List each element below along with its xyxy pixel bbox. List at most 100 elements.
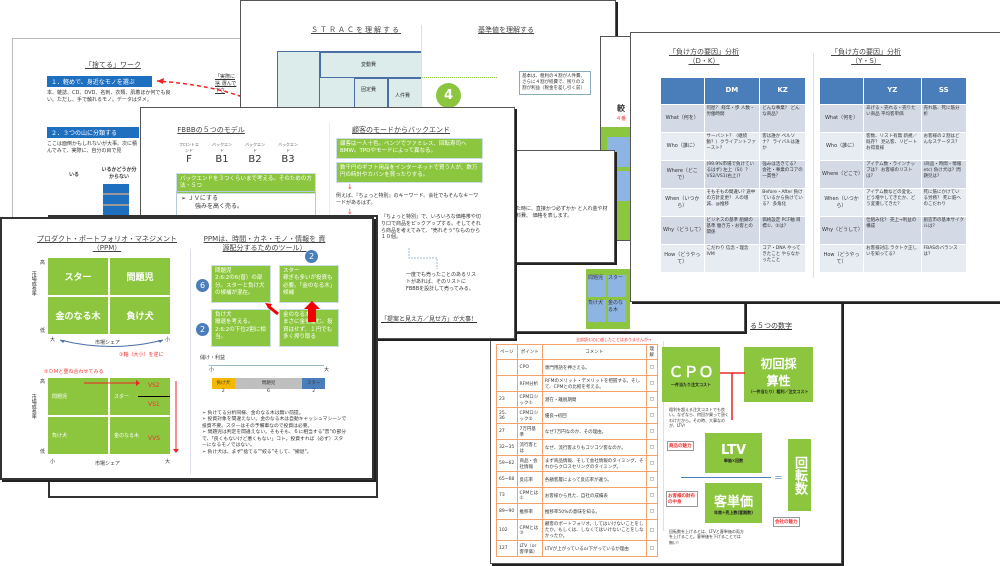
cell2-dog: 負け犬 [48, 417, 108, 454]
checkbox[interactable]: □ [645, 503, 659, 520]
equals-sign: ＝ [774, 474, 784, 484]
table-cell: 各顧客層によって反応率が違う。 [541, 471, 647, 488]
bar-value: 6 [267, 389, 270, 394]
cell2-cash-cow: 金のなる木 [110, 417, 170, 454]
table-cell: そもそもの間違い? 途中の方針変更？ 人の增減、@推移 [703, 188, 761, 217]
checkbox[interactable]: □ [645, 359, 659, 376]
table-cell: 何屋？ 経年・歩 人数・労働時間 [703, 104, 761, 133]
table-cell: 127 [496, 540, 518, 557]
note-box: 基本は、粗利の４割が人件費、さらに４割が経費で、残りの２割が利益（税金を差し引く… [519, 71, 591, 96]
slide-title: ＳＴＲＡＣを理解する [311, 26, 401, 34]
checkbox[interactable]: □ [645, 407, 659, 424]
table-cell: 7万円基準 [516, 423, 543, 440]
slide-title: プロダクト・ポートフォリオ・マネジメント（PPM） [37, 235, 177, 253]
row-label: How（どうやって） [818, 244, 865, 273]
cell-dog: 負け犬 [110, 297, 170, 334]
header-cell [818, 77, 865, 105]
title-right: 「負け方の要因」分析（Y・S） [831, 48, 901, 66]
table-cell: 32~35 [496, 439, 518, 456]
header-row: ページポイントコメント理解 [496, 344, 659, 360]
shokai-sub: （一件当たり）粗利／注文コスト [748, 388, 809, 394]
table-cell: 推移率50%の意味を知る。 [541, 503, 647, 520]
box-kotei: 固定費 [361, 87, 377, 93]
checkbox[interactable]: □ [645, 423, 659, 440]
x-axis-label-2: 市場シェア [95, 461, 121, 467]
table-cell: 73 [496, 487, 518, 504]
row-label: When（いつから） [818, 188, 865, 217]
header-cell [660, 77, 705, 105]
table-cell: 反応率 [516, 471, 543, 488]
small-label-2: 小 [50, 459, 56, 465]
table-cell: ビジネスの基準 組織の基準 働き方・お客との関係 [703, 216, 761, 245]
red-arrows-icon [84, 380, 179, 453]
checkbox[interactable]: □ [645, 487, 659, 504]
row-label: What（何を） [818, 104, 865, 133]
side-heading: 較 [617, 104, 625, 113]
box-body: まさに金を産む。投資はせず、１円でも多く搾り取る [283, 319, 333, 341]
box-head: スター [283, 268, 300, 274]
column-unknown: いるかどうか分からない [101, 167, 137, 180]
connector-arrow-icon [408, 248, 438, 269]
table-cell: お客様対応 ラクトク正しいを知ってる？ [863, 244, 922, 273]
hidden-text: た時に、直接かつ必ずかか と入れ金や材料費、 価格を表します。 [516, 206, 608, 219]
table-cell: 流行客とは [516, 439, 543, 456]
dashed-arrow-icon [156, 78, 249, 100]
red-label: ４番 [616, 116, 627, 122]
column-iru: いる [69, 172, 80, 178]
table-cell [496, 375, 518, 392]
checkbox[interactable]: □ [645, 471, 659, 488]
slide-five-numbers: る５つの数字 全部読むのに越したことはありませんが→ ページポイントコメント理解… [490, 300, 842, 564]
backend-note: バックエンドを３つくらいまで考える。そのための方法・５つ [176, 173, 316, 194]
box-body: 稼ぎも多いが投資も必要。「金のなる木」候補 [283, 275, 333, 297]
y-axis-label: 市場成長率 [30, 271, 37, 296]
table-cell: 潜在・離脱期間 [541, 391, 647, 408]
table-cell: 顧客のポートフォリオ。してはいけないことをしたか。もしくは、しなくてはいけないこ… [541, 519, 647, 541]
model-sub: バックエンド [278, 142, 298, 153]
curved-arrow-icon [59, 339, 164, 347]
cpo-label: ＣＰＯ [668, 363, 714, 381]
table-row: Where（どこで）アイテム数・ラインナップは？ お客様のリストは？(商品・時間… [818, 160, 968, 189]
bullet-list: ➢ 負けてる分析同様、金のなる木は無い前提。➢ 投資対象を間違えない。金のなる木… [202, 411, 347, 456]
table-cell: 102 [496, 519, 518, 541]
note-reverse-axis: ①軸（大小）を逆に [119, 352, 164, 358]
table-cell: 売れ筋、死に筋分析 [920, 104, 968, 133]
checkbox[interactable]: □ [645, 455, 659, 472]
slide-title: FBBBの５つのモデル [177, 126, 245, 134]
header-cell: コメント [541, 344, 647, 360]
fraction-line [681, 477, 771, 478]
table-row: What（何を）あげる・売れる・売りたい商品 平均客単価売れ筋、死に筋分析 [818, 104, 968, 133]
jv-sub: 強みを高く売る。 [195, 203, 244, 211]
table-cell: 創造市の基本サイクルは？ [920, 216, 968, 245]
header-cell: 理解 [645, 344, 659, 360]
bullet-item: ➢ 問題児は判定を間違えない。そもそも、６に相当する"普"の部分で、「良くもない… [202, 430, 347, 449]
checkbox[interactable]: □ [645, 439, 659, 456]
table-cell: あげる・売れる・売りたい商品 平均客単価 [863, 104, 922, 133]
step2-bar: ２．３つの山に分類する [47, 127, 139, 138]
model-code: B1 [215, 154, 229, 165]
checkbox[interactable]: □ [645, 391, 659, 408]
bar-segment: 問題児 [234, 378, 303, 389]
checkbox[interactable]: □ [645, 375, 659, 392]
table-cell: CPMとは③ [516, 519, 543, 541]
table-cell: サーバント？（継続動？）クライアントファースト？ [703, 132, 761, 161]
table-cell: 23 [496, 391, 518, 408]
table-cell: こだわり 信念・理念 IVM [703, 244, 761, 273]
table-cell: LTV（or客単価） [516, 540, 543, 557]
table-cell: CPO [516, 359, 543, 376]
table-row: Why（どうして）ビジネスの基準 組織の基準 働き方・お客との関係価格設定 PC… [660, 216, 806, 245]
checkbox[interactable]: □ [645, 540, 659, 557]
paragraph-4: 「提案と見え方／見せ方」が大事！ [381, 316, 478, 323]
y-axis-label-2: 市場成長率 [30, 394, 37, 419]
table-cell: 強みは活きてる？ 会社・事業のコアの一貫性？ [759, 160, 806, 189]
count-badge: 2 [196, 323, 209, 336]
axis-small: 小 [209, 367, 215, 373]
checkbox[interactable]: □ [645, 519, 659, 541]
divider-line [138, 396, 170, 397]
